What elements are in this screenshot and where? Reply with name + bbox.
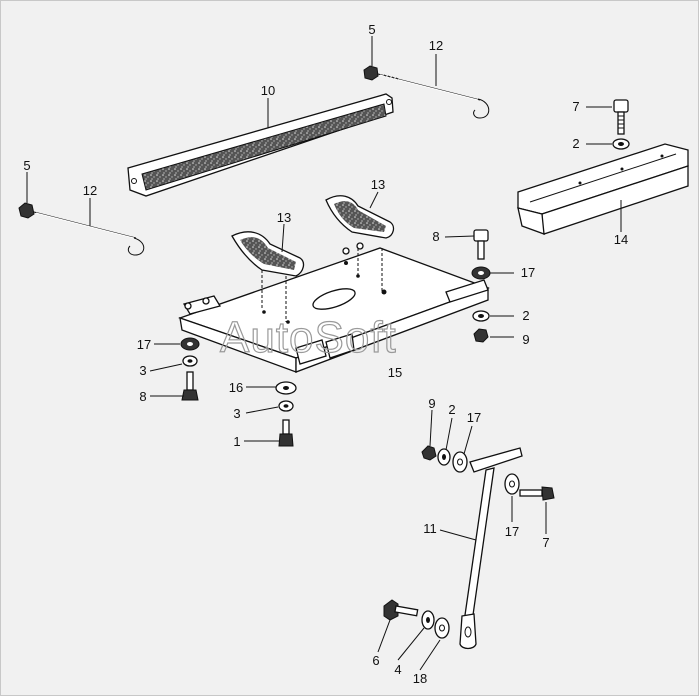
leader-lines — [26, 36, 622, 671]
callout-14: 14 — [614, 232, 628, 247]
part-15-base-plate — [178, 247, 490, 373]
part-17-washer-lower-right — [504, 473, 520, 495]
part-5-nut-top — [363, 65, 379, 81]
callout-17-lower-right: 17 — [505, 524, 519, 539]
callout-13-right: 13 — [371, 177, 385, 192]
callout-5-top: 5 — [368, 22, 375, 37]
callout-8-left: 8 — [139, 389, 146, 404]
part-8-bolt-right — [473, 229, 489, 260]
callout-8-right: 8 — [432, 229, 439, 244]
callout-16: 16 — [229, 380, 243, 395]
part-17-washer-left — [180, 337, 200, 351]
callout-6: 6 — [372, 653, 379, 668]
callout-4: 4 — [394, 662, 401, 677]
part-18-washer-bottom — [434, 617, 450, 639]
part-13-mounting-pad-right — [325, 195, 395, 292]
callout-3-center: 3 — [233, 406, 240, 421]
part-7-bolt-top — [613, 99, 629, 135]
callout-11: 11 — [423, 521, 437, 536]
part-2-washer-right — [472, 310, 490, 322]
part-3-lockwasher-left — [182, 355, 198, 367]
part-9-nut-lower — [421, 445, 437, 461]
callout-1: 1 — [233, 434, 240, 449]
callout-2-right: 2 — [522, 308, 529, 323]
part-7-bolt-lower — [519, 486, 555, 501]
part-1-bolt — [278, 419, 294, 447]
callout-12-left: 12 — [83, 183, 97, 198]
part-17-washer-right — [471, 266, 491, 280]
part-10-foam-strip — [127, 93, 394, 197]
watermark: AutoSoft — [220, 313, 397, 362]
callout-9-lower: 9 — [428, 396, 435, 411]
part-2-washer-top — [612, 138, 630, 150]
callout-9-right: 9 — [522, 332, 529, 347]
part-3-lockwasher-center — [278, 400, 294, 412]
callout-labels: 5 12 10 5 12 7 2 14 13 13 8 17 2 9 17 3 … — [23, 22, 628, 686]
part-5-nut-left — [18, 202, 35, 219]
callout-5-left: 5 — [23, 158, 30, 173]
part-17-washer-lower-left — [452, 451, 468, 473]
callout-13-left: 13 — [277, 210, 291, 225]
part-13-mounting-pad-left — [231, 231, 305, 322]
part-12-hook-rod-top — [377, 73, 490, 119]
callout-3-left: 3 — [139, 363, 146, 378]
part-2-washer-lower — [437, 448, 451, 466]
callout-17-left: 17 — [137, 337, 151, 352]
part-6-bolt-bottom — [383, 599, 419, 621]
part-12-hook-rod-left — [33, 211, 145, 256]
callout-18: 18 — [413, 671, 427, 686]
callout-10: 10 — [261, 83, 275, 98]
callout-17-right: 17 — [521, 265, 535, 280]
callout-17-lower: 17 — [467, 410, 481, 425]
callout-15: 15 — [388, 365, 402, 380]
part-11-support-bar — [459, 447, 523, 650]
callout-12-top: 12 — [429, 38, 443, 53]
part-4-washer-bottom — [421, 610, 435, 630]
callout-7-top: 7 — [572, 99, 579, 114]
part-9-nut-right — [473, 328, 489, 343]
part-8-bolt-left — [181, 371, 199, 401]
part-16-washer — [275, 381, 297, 395]
part-14-rail — [517, 143, 689, 235]
callout-2-top: 2 — [572, 136, 579, 151]
callout-7-lower: 7 — [542, 535, 549, 550]
callout-2-lower: 2 — [448, 402, 455, 417]
